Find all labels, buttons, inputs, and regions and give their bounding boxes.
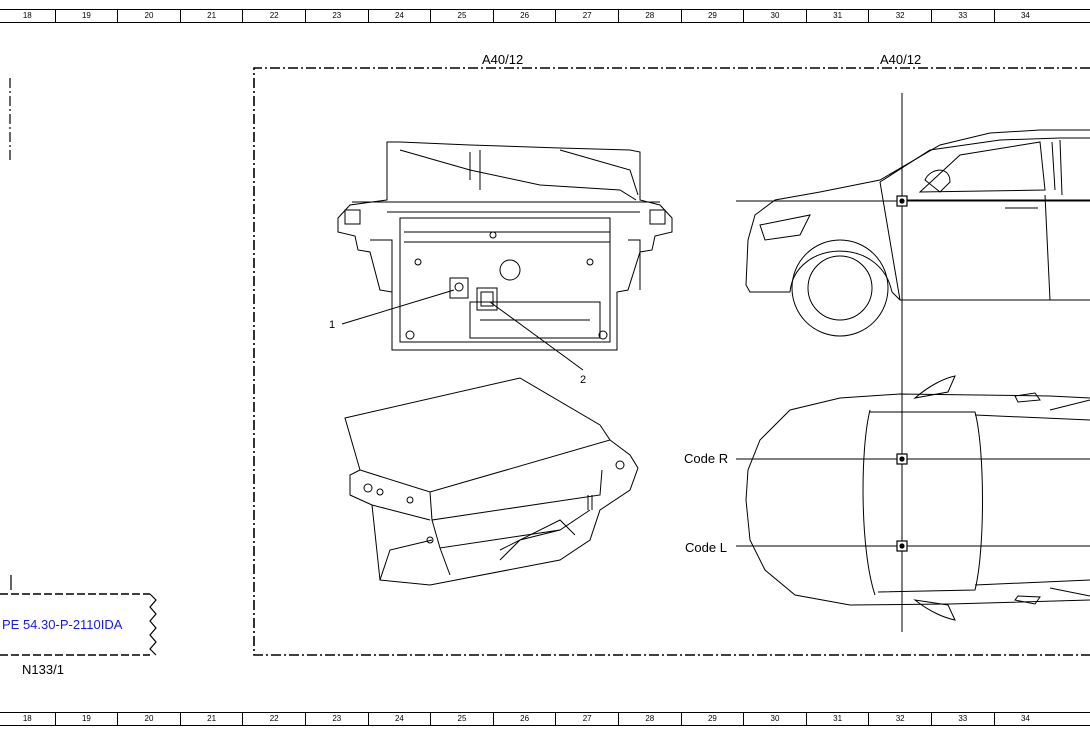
- component-frame: [253, 67, 1090, 656]
- ruler-column-20: 20: [117, 713, 180, 725]
- ruler-column-20: 20: [117, 10, 180, 22]
- component-label-left: A40/12: [482, 52, 524, 67]
- callout-2-label: 2: [580, 374, 587, 386]
- vehicle-top-view: [745, 375, 1090, 621]
- ruler-column-24: 24: [367, 713, 431, 725]
- callout-1-label: 1: [329, 319, 336, 331]
- ruler-column-31: 31: [805, 713, 869, 725]
- component-label-right: A40/12: [880, 52, 922, 67]
- ruler-column-32: 32: [868, 10, 931, 22]
- callout-2-leader: [489, 301, 584, 371]
- code-r-label: Code R: [684, 451, 729, 466]
- code-l-label: Code L: [685, 540, 727, 555]
- ruler-column-25: 25: [430, 713, 493, 725]
- reference-document-link[interactable]: PE 54.30-P-2110IDA: [2, 617, 123, 632]
- ruler-column-34: 34: [993, 713, 1057, 725]
- reference-frame: [0, 593, 150, 656]
- ruler-column-30: 30: [743, 713, 806, 725]
- ruler-column-33: 33: [931, 10, 994, 22]
- ruler-column-28: 28: [618, 10, 681, 22]
- control-unit-rear-view: [337, 141, 673, 351]
- ruler-column-27: 27: [555, 713, 618, 725]
- ruler-column-18: 18: [22, 11, 32, 20]
- ruler-column-32: 32: [868, 713, 931, 725]
- location-marker-side: [896, 195, 908, 207]
- ruler-column-21: 21: [179, 713, 243, 725]
- ruler-column-28: 28: [618, 713, 681, 725]
- ruler-column-31: 31: [805, 10, 869, 22]
- ruler-column-23: 23: [305, 10, 368, 22]
- ruler-column-22: 22: [242, 10, 305, 22]
- ruler-column-29: 29: [680, 10, 744, 22]
- ruler-column-23: 23: [305, 713, 368, 725]
- callout-1-leader: [341, 289, 455, 325]
- ruler-column-21: 21: [179, 10, 243, 22]
- ruler-column-25: 25: [430, 10, 493, 22]
- ruler-column-33: 33: [931, 713, 994, 725]
- vehicle-side-view: [745, 129, 1090, 337]
- control-unit-perspective-view: [344, 377, 639, 586]
- ruler-column-30: 30: [743, 10, 806, 22]
- ruler-column-22: 22: [242, 713, 305, 725]
- ruler-column-29: 29: [680, 713, 744, 725]
- location-marker-code-r: [896, 453, 908, 465]
- ruler-column-26: 26: [492, 10, 556, 22]
- ruler-column-34: 34: [993, 10, 1057, 22]
- reference-component-label: N133/1: [22, 662, 64, 677]
- ruler-column-26: 26: [492, 713, 556, 725]
- ruler-column-18: 18: [22, 714, 32, 723]
- ruler-column-24: 24: [367, 10, 431, 22]
- ruler-column-27: 27: [555, 10, 618, 22]
- ruler-column-19: 19: [54, 713, 118, 725]
- location-marker-code-l: [896, 540, 908, 552]
- ruler-column-19: 19: [54, 10, 118, 22]
